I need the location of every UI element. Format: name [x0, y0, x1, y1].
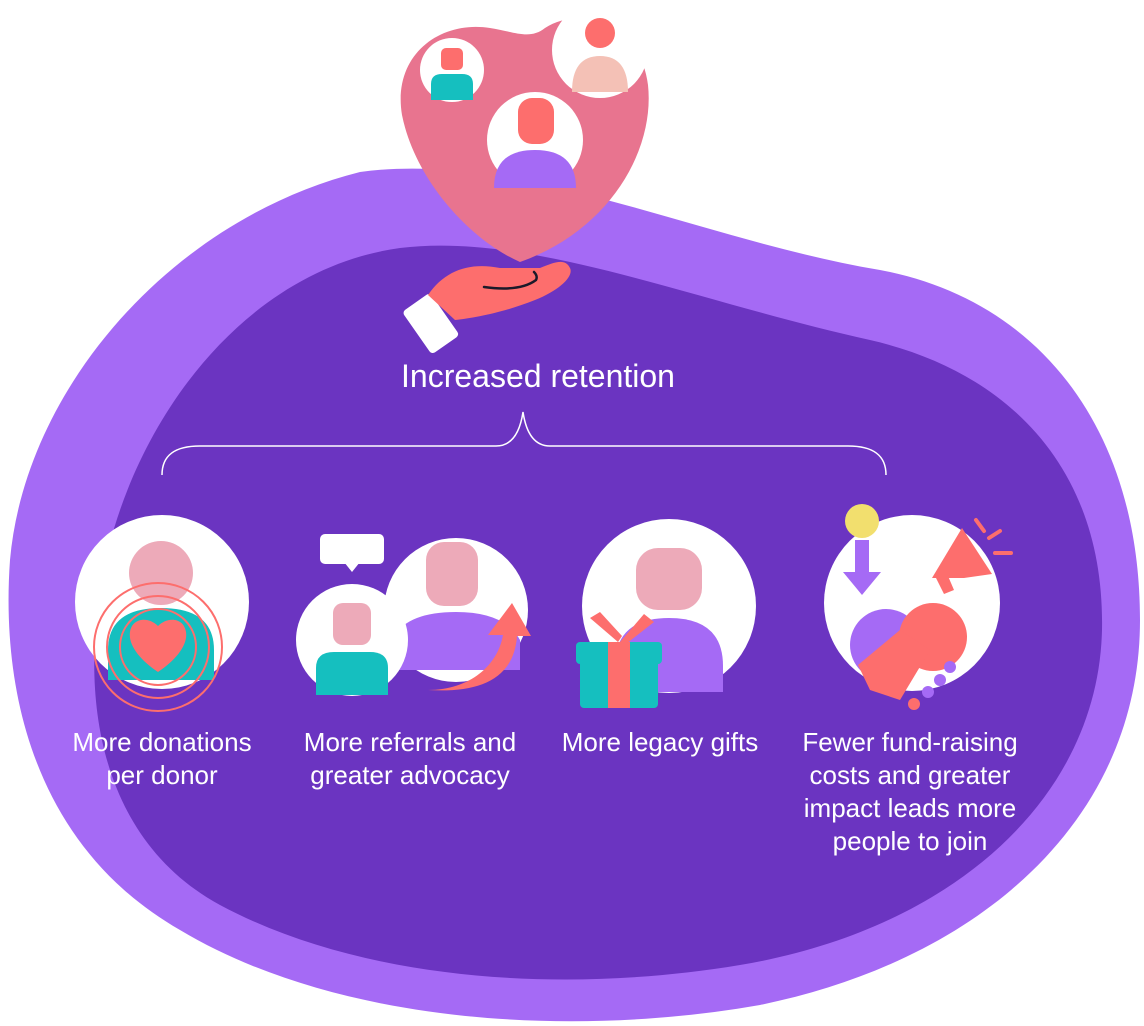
title: Increased retention — [401, 358, 675, 394]
helping-hand-icon — [403, 261, 571, 354]
benefit-label-costs: Fewer fund-raising costs and greater imp… — [802, 727, 1018, 856]
referral-people-icon — [296, 534, 531, 696]
handshake-megaphone-icon — [824, 504, 1013, 710]
bracket — [161, 411, 887, 476]
gift-person-icon — [576, 519, 756, 708]
retention-heart-icon — [400, 2, 649, 263]
benefit-label-referrals: More referrals and greater advocacy — [303, 727, 517, 790]
heart-person-icon — [75, 515, 249, 712]
benefit-label-legacy: More legacy gifts — [561, 727, 759, 757]
benefit-label-donations: More donations per donor — [72, 727, 252, 790]
